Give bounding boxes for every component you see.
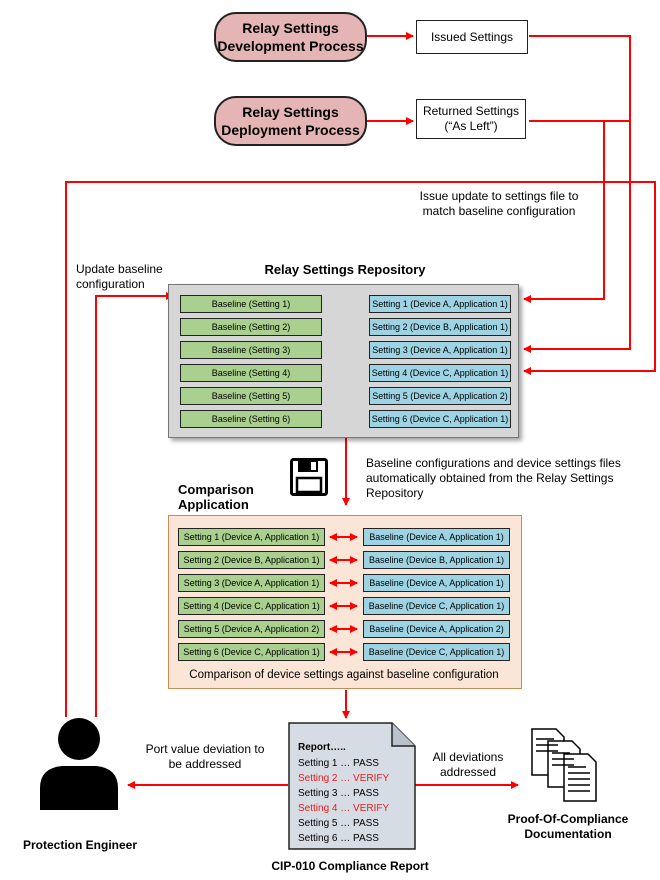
report-line: Setting 4 … VERIFY [298,803,390,814]
repo-setting-cell: Setting 1 (Device A, Application 1) [369,295,511,313]
repo-setting-cell: Setting 3 (Device A, Application 1) [369,341,511,359]
development-process-label: Relay Settings Development Process [217,20,364,54]
report-document [288,722,416,850]
issued-settings-label: Issued Settings [430,29,514,44]
all-deviations-label: All deviations addressed [432,750,504,779]
report-line: Setting 2 … VERIFY [298,773,390,784]
comp-baseline-cell: Baseline (Device A, Application 2) [363,620,510,638]
comp-setting-cell: Setting 3 (Device A, Application 1) [178,574,325,592]
comp-setting-cell: Setting 5 (Device A, Application 2) [178,620,325,638]
repo-baseline-cell: Baseline (Setting 3) [180,341,322,359]
arrow-issue-update [65,181,656,717]
issue-update-label: Issue update to settings file to match b… [419,189,579,218]
repo-setting-cell: Setting 4 (Device C, Application 1) [369,364,511,382]
report-line: Setting 6 … PASS [298,833,379,844]
comp-setting-cell: Setting 2 (Device B, Application 1) [178,551,325,569]
documents-icon [531,728,597,802]
development-process: Relay Settings Development Process [214,12,367,62]
repo-setting-cell: Setting 6 (Device C, Application 1) [369,410,511,428]
repo-baseline-cell: Baseline (Setting 5) [180,387,322,405]
comp-baseline-cell: Baseline (Device C, Application 1) [363,643,510,661]
repo-baseline-cell: Baseline (Setting 6) [180,410,322,428]
deployment-process: Relay Settings Deployment Process [214,96,367,146]
report-line: Setting 3 … PASS [298,788,379,799]
report-header: Report….. [298,742,346,753]
repo-baseline-cell: Baseline (Setting 4) [180,364,322,382]
comp-setting-cell: Setting 6 (Device C, Application 1) [178,643,325,661]
comp-baseline-cell: Baseline (Device A, Application 1) [363,528,510,546]
proof-label: Proof-Of-Compliance Documentation [507,812,629,841]
repository-title: Relay Settings Repository [264,262,426,277]
report-title: CIP-010 Compliance Report [271,859,429,873]
comp-baseline-cell: Baseline (Device A, Application 1) [363,574,510,592]
comparison-caption: Comparison of device settings against ba… [189,669,499,681]
report-line: Setting 1 … PASS [298,758,379,769]
comp-setting-cell: Setting 1 (Device A, Application 1) [178,528,325,546]
report-line: Setting 5 … PASS [298,818,379,829]
comp-baseline-cell: Baseline (Device B, Application 1) [363,551,510,569]
arrow-update-baseline [95,292,174,717]
comp-baseline-cell: Baseline (Device C, Application 1) [363,597,510,615]
floppy-disk-icon [290,458,328,496]
engineer-label: Protection Engineer [22,838,138,852]
repo-setting-cell: Setting 2 (Device B, Application 1) [369,318,511,336]
auto-obtained-label: Baseline configurations and device setti… [366,456,621,500]
update-baseline-label: Update baseline configuration [76,262,163,291]
port-deviation-label: Port value deviation to be addressed [145,742,265,771]
comparison-title: Comparison Application [178,482,254,512]
repo-baseline-cell: Baseline (Setting 1) [180,295,322,313]
repo-baseline-cell: Baseline (Setting 2) [180,318,322,336]
comp-setting-cell: Setting 4 (Device C, Application 1) [178,597,325,615]
person-icon [40,718,118,810]
arrow-issued-to-repo [523,35,631,353]
repo-setting-cell: Setting 5 (Device A, Application 2) [369,387,511,405]
returned-settings-box: Returned Settings (“As Left”) [416,99,526,139]
deployment-process-label: Relay Settings Deployment Process [221,104,360,138]
returned-settings-label: Returned Settings (“As Left”) [422,104,520,133]
issued-settings-box: Issued Settings [416,20,528,54]
